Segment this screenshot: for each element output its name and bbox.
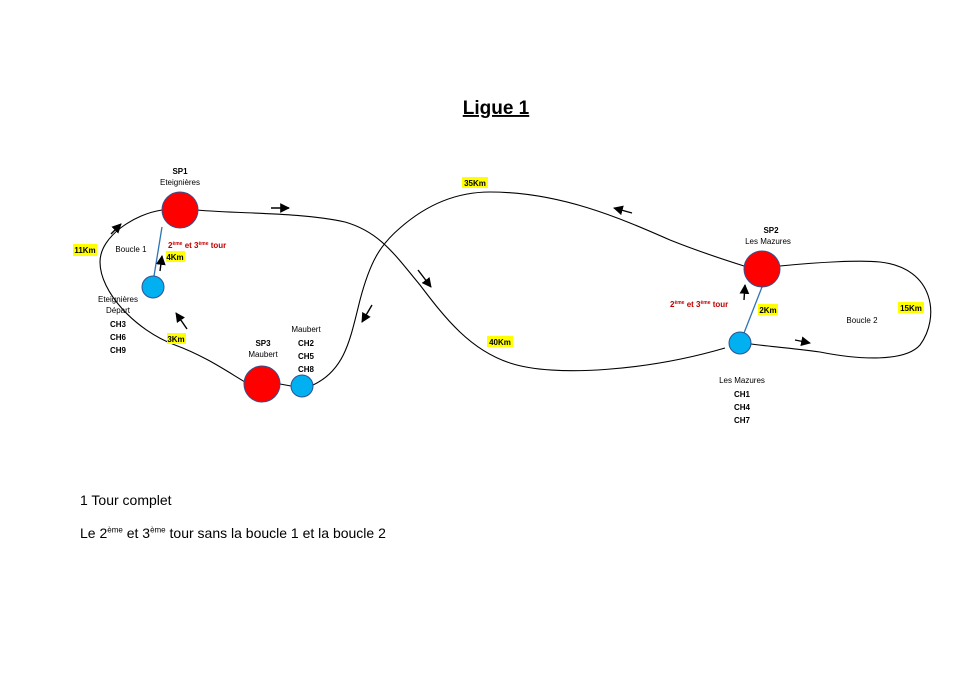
cp-eteignieres-code: CH3	[110, 320, 127, 329]
highlight-box	[73, 244, 97, 256]
cp-eteignieres-code: CH6	[110, 333, 127, 342]
tour-label-sp1: 2ème et 3ème tour	[168, 241, 226, 250]
checkpoint-mazures	[728, 331, 752, 355]
note-later-laps: Le 2ème et 3ème tour sans la boucle 1 et…	[80, 525, 386, 541]
note-text: Le 2	[80, 525, 108, 541]
arrow-icon	[417, 269, 432, 288]
route-sp3-maubert	[279, 383, 292, 387]
cp-eteignieres-code: CH9	[110, 346, 127, 355]
cp-eteignieres-line2: Départ	[106, 306, 131, 315]
arrow-icon	[794, 336, 811, 347]
shortcut-link-sp2	[743, 286, 763, 334]
checkpoint-maubert	[290, 374, 314, 398]
distance-2km: 2Km	[759, 306, 776, 315]
loop-label-boucle-2: Boucle 2	[846, 316, 878, 325]
tour-label-sp2: 2ème et 3ème tour	[670, 300, 728, 309]
loop-label-boucle-1: Boucle 1	[115, 245, 147, 254]
page-title: Ligue 1	[463, 98, 530, 119]
distance-40km: 40Km	[489, 338, 511, 347]
highlight-box	[898, 302, 924, 313]
highlight-box	[487, 336, 513, 347]
cp-maubert-code: CH2	[298, 339, 315, 348]
cp-maubert-code: CH5	[298, 352, 315, 361]
checkpoint-eteignieres	[141, 275, 165, 299]
arrow-icon	[110, 223, 122, 235]
note-full-lap: 1 Tour complet	[80, 492, 172, 508]
distance-4km: 4Km	[166, 253, 183, 262]
station-sp1	[161, 191, 199, 229]
cp-eteignieres-line1: Eteignières	[98, 295, 138, 304]
station-sp3	[243, 365, 281, 403]
shortcut-links	[153, 226, 763, 334]
highlight-box	[758, 304, 778, 315]
cp-mazures-code: CH1	[734, 390, 751, 399]
cp-mazures-code: CH4	[734, 403, 751, 412]
sp2-place: Les Mazures	[745, 237, 791, 246]
arrow-icon	[739, 284, 750, 301]
distance-highlights	[73, 177, 924, 347]
highlight-box	[166, 251, 185, 262]
cp-maubert-name: Maubert	[291, 325, 321, 334]
arrow-icon	[361, 304, 373, 323]
cp-mazures-code: CH7	[734, 416, 751, 425]
distance-35km: 35Km	[464, 179, 486, 188]
direction-arrows	[110, 203, 811, 347]
note-sup: ème	[150, 525, 166, 535]
sp3-name: SP3	[255, 339, 271, 348]
note-text: et 3	[122, 525, 151, 541]
sp2-name: SP2	[763, 226, 779, 235]
sp3-place: Maubert	[248, 350, 278, 359]
route-maubert-35km	[312, 191, 745, 386]
note-sup: ème	[107, 525, 123, 535]
highlight-box	[167, 333, 186, 344]
station-sp2	[743, 250, 781, 288]
sp1-name: SP1	[172, 167, 188, 176]
route-sp1-40km	[196, 209, 726, 372]
distance-3km: 3Km	[167, 335, 184, 344]
highlight-box	[462, 177, 488, 188]
note-text: tour sans la boucle 1 et la boucle 2	[165, 525, 386, 541]
distance-15km: 15Km	[900, 304, 922, 313]
shortcut-link-sp1	[153, 226, 163, 277]
cp-mazures-name: Les Mazures	[719, 376, 765, 385]
arrow-icon	[613, 205, 633, 216]
route-lines	[99, 191, 932, 387]
arrow-icon	[155, 255, 166, 272]
route-boucle-2	[750, 260, 932, 359]
distance-11km: 11Km	[74, 246, 95, 255]
sp1-place: Eteignières	[160, 178, 200, 187]
arrow-icon	[175, 312, 188, 330]
cp-maubert-code: CH8	[298, 365, 315, 374]
